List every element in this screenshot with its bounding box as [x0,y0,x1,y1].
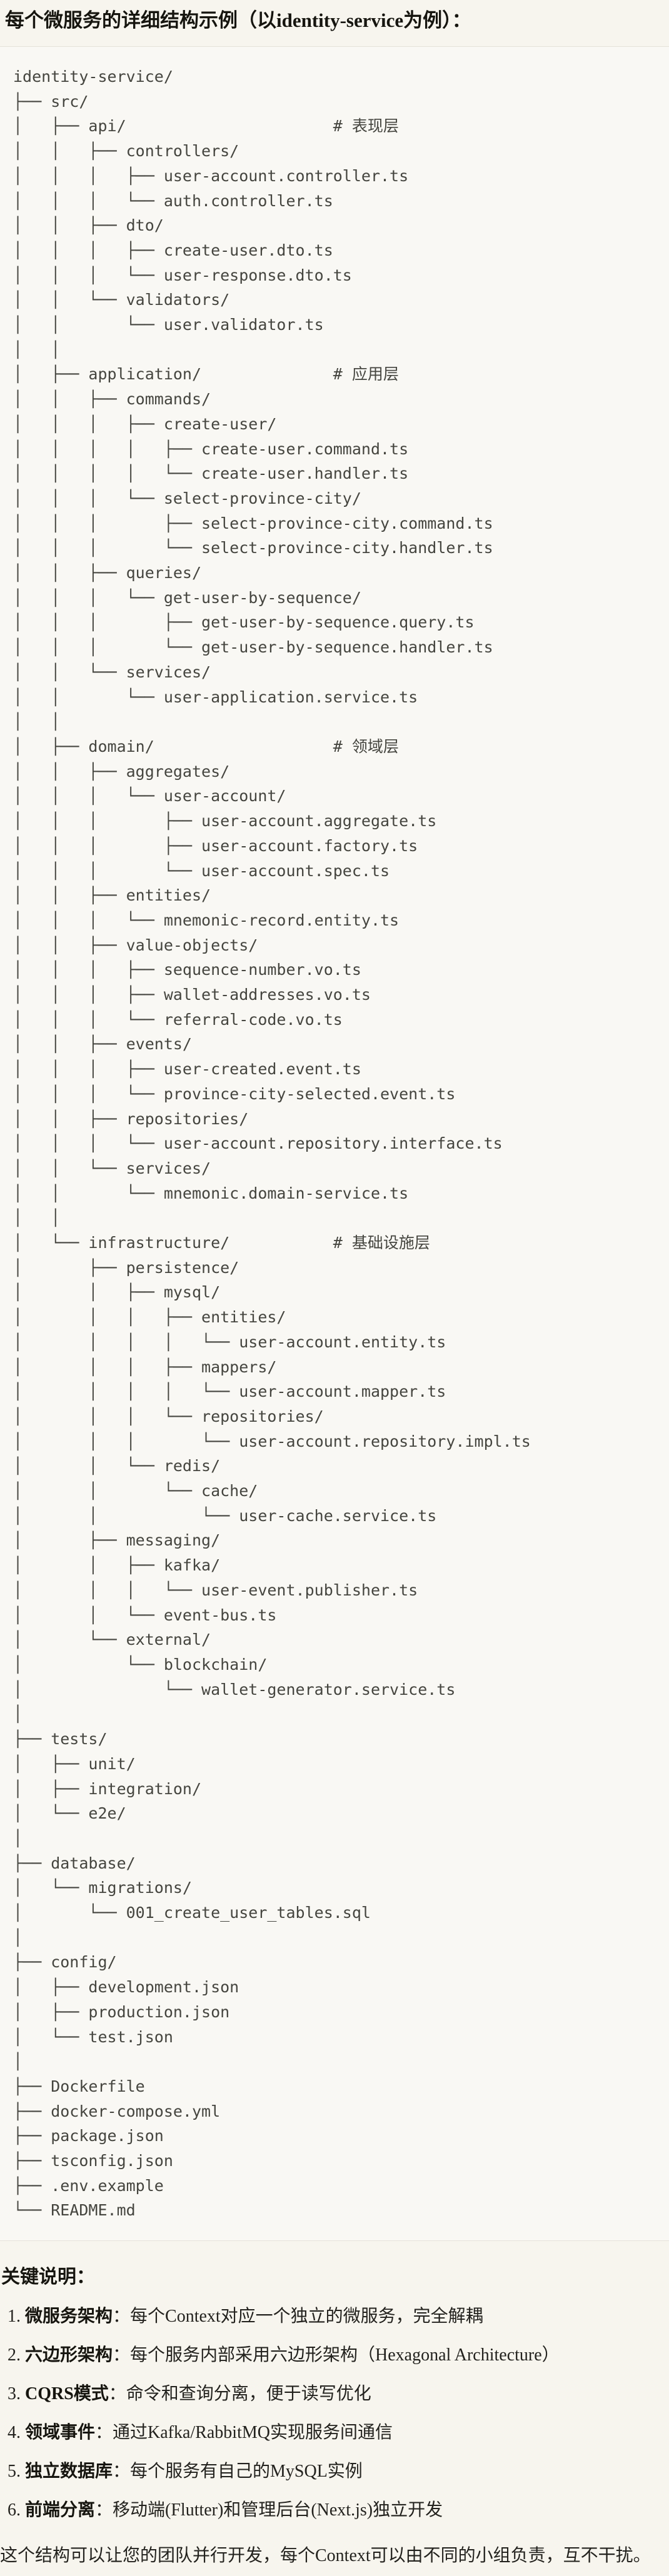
file-tree-code-block: identity-service/ ├── src/ │ ├── api/ # … [0,46,669,2242]
list-item-text: ：命令和查询分离，便于读写优化 [108,2384,371,2404]
key-notes-heading: 关键说明： [1,2267,95,2288]
list-item-label: 前端分离 [25,2500,96,2520]
list-item-text: ：每个Context对应一个独立的微服务，完全解耦 [113,2307,483,2327]
list-item: 4.领域事件：通过Kafka/RabbitMQ实现服务间通信 [8,2421,669,2445]
list-item-number: 6. [8,2500,21,2520]
list-item-label: 微服务架构 [25,2307,113,2327]
list-item-number: 2. [8,2345,21,2365]
list-item: 5.独立数据库：每个服务有自己的MySQL实例 [8,2460,669,2484]
list-item-text: ：通过Kafka/RabbitMQ实现服务间通信 [95,2423,393,2443]
list-item: 3.CQRS模式：命令和查询分离，便于读写优化 [8,2382,669,2406]
list-item-label: 领域事件 [25,2423,96,2443]
list-item-number: 5. [8,2462,21,2482]
list-item-text: ：每个服务内部采用六边形架构（Hexagonal Architecture） [113,2345,560,2365]
list-item: 6.前端分离：移动端(Flutter)和管理后台(Next.js)独立开发 [8,2499,669,2522]
list-item-text: ：每个服务有自己的MySQL实例 [113,2462,363,2482]
page-title: 每个微服务的详细结构示例（以identity-service为例）： [5,9,471,31]
list-item: 1.微服务架构：每个Context对应一个独立的微服务，完全解耦 [8,2305,669,2329]
closing-paragraph: 这个结构可以让您的团队并行开发，每个Context可以由不同的小组负责，互不干扰… [0,2546,651,2566]
key-notes-list: 1.微服务架构：每个Context对应一个独立的微服务，完全解耦 2.六边形架构… [0,2305,669,2522]
document-page: 每个微服务的详细结构示例（以identity-service为例）： ident… [0,7,669,2569]
list-item-number: 1. [8,2307,21,2327]
list-item-number: 3. [8,2384,21,2404]
list-item-label: 独立数据库 [25,2462,113,2482]
list-item-number: 4. [8,2423,21,2443]
list-item-label: CQRS模式 [25,2384,109,2404]
list-item: 2.六边形架构：每个服务内部采用六边形架构（Hexagonal Architec… [8,2344,669,2367]
list-item-text: ：移动端(Flutter)和管理后台(Next.js)独立开发 [95,2500,443,2520]
list-item-label: 六边形架构 [25,2345,113,2365]
